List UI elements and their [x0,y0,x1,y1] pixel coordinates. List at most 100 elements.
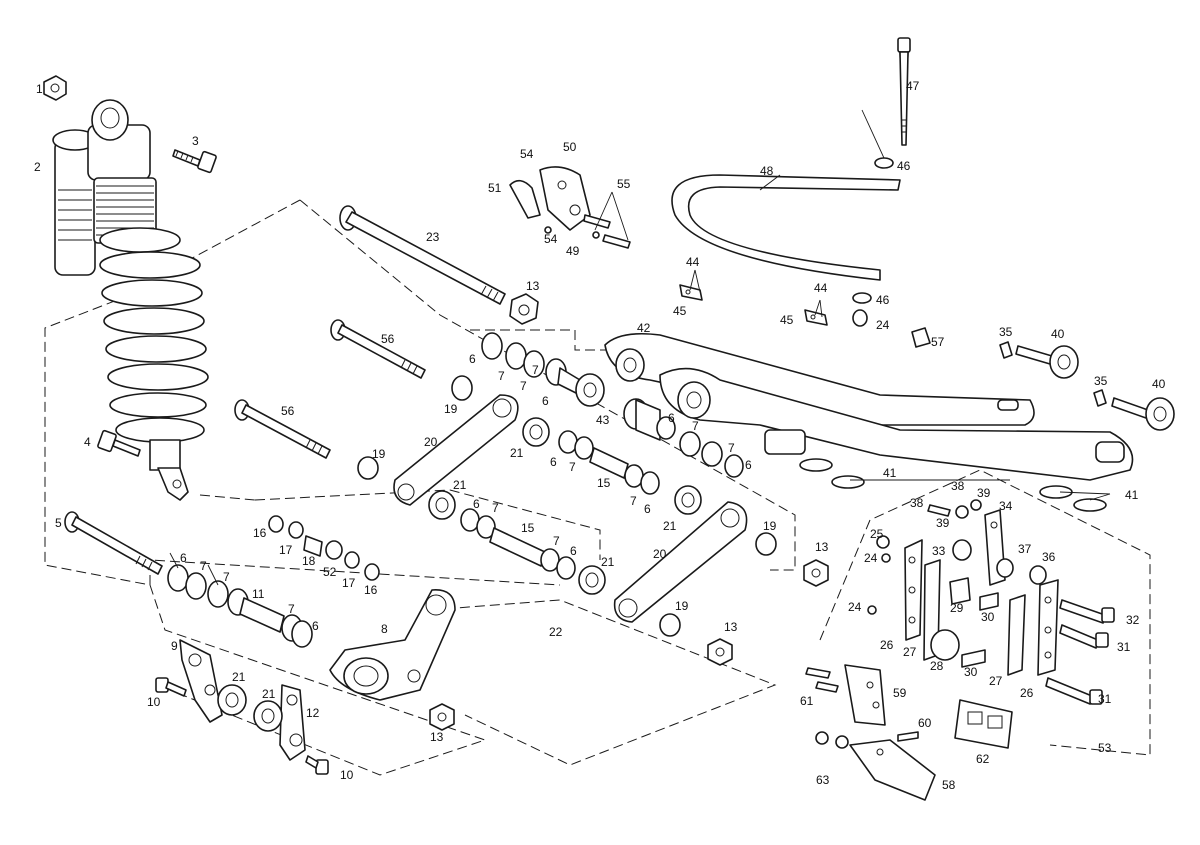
label-17b: 17 [342,576,356,590]
label-27a: 27 [903,645,917,659]
label-39a: 39 [977,486,991,500]
bracket-9 [179,639,223,723]
label-7e: 7 [728,441,735,455]
label-26b: 26 [1020,686,1034,700]
bracket-12 [279,684,306,761]
label-31b: 31 [1098,692,1112,706]
label-21d: 21 [601,555,615,569]
label-41a: 41 [883,466,897,480]
bolt-56-upper [330,319,426,379]
label-41b: 41 [1125,488,1139,502]
label-6j: 6 [312,619,319,633]
label-7j: 7 [200,559,207,573]
label-19a: 19 [444,402,458,416]
label-6a: 6 [469,352,476,366]
label-40a: 40 [1051,327,1065,341]
label-6e: 6 [550,455,557,469]
swingarm-42 [604,332,1134,481]
chain-guide-50 [509,166,631,249]
label-15b: 15 [521,521,535,535]
label-21a: 21 [510,446,524,460]
bolt-23 [339,205,539,325]
washer-21-left [217,684,247,716]
label-10b: 10 [340,768,354,782]
label-54a: 54 [520,147,534,161]
label-2: 2 [34,160,41,174]
label-27b: 27 [989,674,1003,688]
pads-41 [799,458,1107,512]
label-4: 4 [84,435,91,449]
label-15a: 15 [597,476,611,490]
label-6f: 6 [644,502,651,516]
label-20a: 20 [424,435,438,449]
label-13a: 13 [526,279,540,293]
label-22: 22 [549,625,563,639]
label-7c: 7 [532,363,539,377]
bolt-5 [64,511,163,575]
label-7i: 7 [553,534,560,548]
chain-guide-assembly-53 [867,499,1115,705]
label-50: 50 [563,140,577,154]
label-24a: 24 [876,318,890,332]
bolt-3 [172,149,217,174]
label-57: 57 [931,335,945,349]
label-34: 34 [999,499,1013,513]
label-7l: 7 [288,602,295,616]
label-13b: 13 [815,540,829,554]
washers-21 [428,417,702,595]
label-6b: 6 [542,394,549,408]
chain-slider-48 [671,174,901,281]
label-31a: 31 [1117,640,1131,654]
label-62: 62 [976,752,990,766]
label-6c: 6 [668,411,675,425]
label-37: 37 [1018,542,1032,556]
label-46b: 46 [876,293,890,307]
label-7b: 7 [520,379,527,393]
nuts-13 [429,559,829,731]
label-11: 11 [252,587,265,601]
label-20b: 20 [653,547,667,561]
label-26a: 26 [880,638,894,652]
label-24c: 24 [848,600,862,614]
label-23: 23 [426,230,440,244]
label-33: 33 [932,544,946,558]
label-21f: 21 [262,687,276,701]
label-51: 51 [488,181,502,195]
label-35a: 35 [999,325,1013,339]
bearing-stack-middle [460,430,660,580]
label-7a: 7 [498,369,505,383]
rocker-8 [329,589,456,701]
label-13d: 13 [430,730,444,744]
label-47: 47 [906,79,920,93]
adjusters-35-40 [999,341,1175,431]
leader-lines [169,109,1111,586]
callout-labels: 1 2 3 4 5 6 6 6 6 6 6 6 6 6 6 7 7 7 7 7 … [34,79,1166,792]
bolts-10 [155,677,329,775]
label-48: 48 [760,164,774,178]
bolt-47 [852,37,931,348]
label-7h: 7 [492,501,499,515]
label-7f: 7 [569,460,576,474]
label-6g: 6 [473,497,480,511]
label-35b: 35 [1094,374,1108,388]
bearing-stack-right [623,398,744,478]
bearing-stack-upper [451,332,605,407]
label-59: 59 [893,686,907,700]
label-18: 18 [302,554,316,568]
washer-21-right [253,700,283,732]
bolt-4 [97,429,141,457]
label-16b: 16 [364,583,378,597]
label-17a: 17 [279,543,293,557]
label-55: 55 [617,177,631,191]
label-7g: 7 [630,494,637,508]
label-29: 29 [950,601,964,615]
link-20-upper [393,394,519,506]
assembly-outlines [44,199,1151,776]
label-46a: 46 [897,159,911,173]
bushings-19 [357,456,777,637]
link-20-lower [613,501,748,623]
label-19c: 19 [763,519,777,533]
washer-21-left-hole [225,692,239,708]
label-16a: 16 [253,526,267,540]
